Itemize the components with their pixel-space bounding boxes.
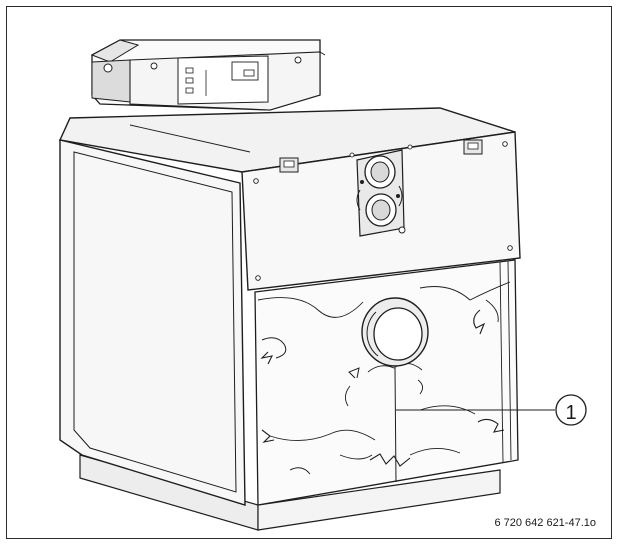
- callout-1-number: 1: [565, 401, 577, 424]
- figure-reference-number: 6 720 642 621-47.1o: [494, 517, 596, 529]
- insulation-jacket: [254, 259, 519, 506]
- front-edge-trim: [499, 260, 512, 463]
- panel-latch-right[interactable]: [463, 139, 483, 155]
- control-unit: [90, 39, 326, 111]
- pipe-connection-assembly: [356, 149, 406, 237]
- callout-1-leader: [396, 394, 587, 426]
- boiler-side-panel: [59, 139, 246, 506]
- flue-outlet: [361, 297, 429, 367]
- panel-latch-left[interactable]: [279, 157, 299, 173]
